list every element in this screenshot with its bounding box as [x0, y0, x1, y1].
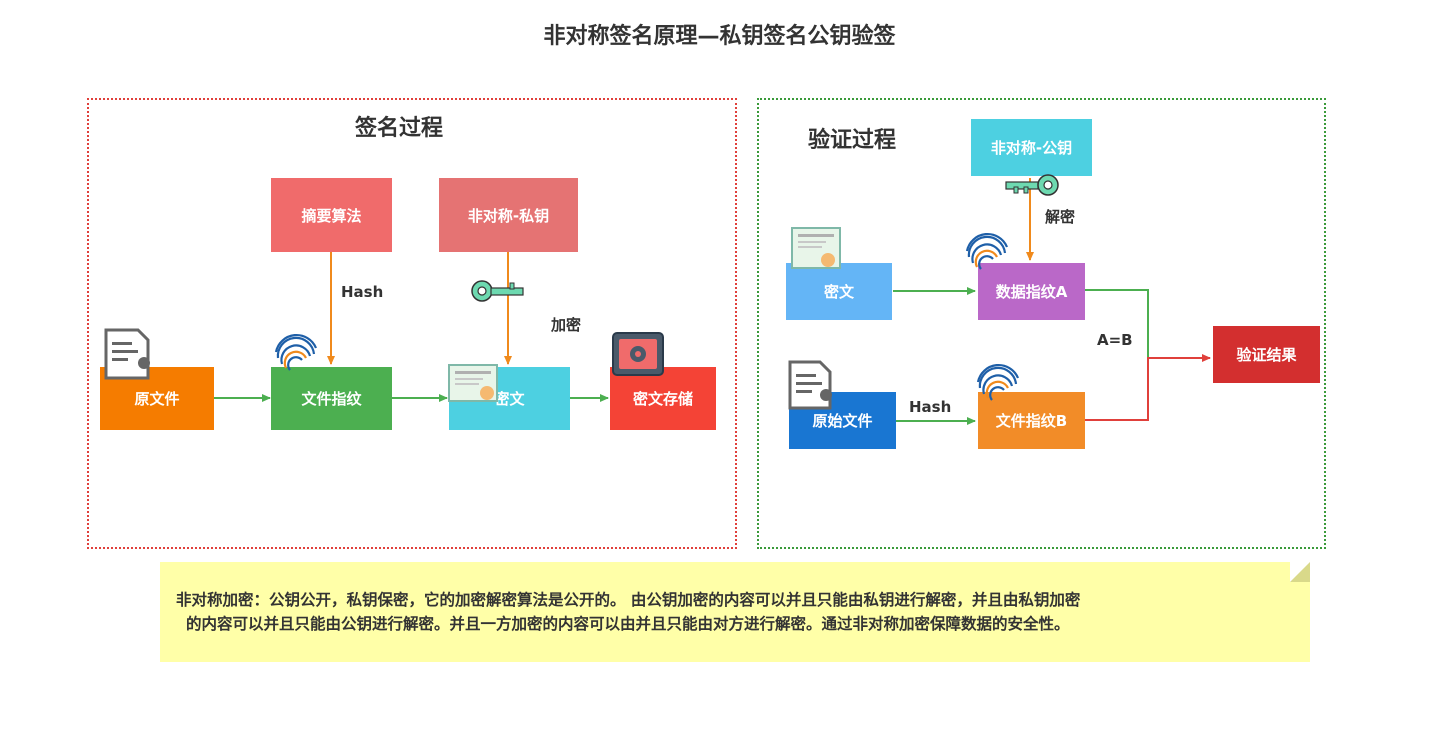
certificate-icon [448, 364, 498, 402]
verify-panel [757, 98, 1326, 549]
key-icon [1005, 174, 1059, 196]
digest-algo-box: 摘要算法 [271, 178, 392, 252]
private-key-box: 非对称-私钥 [439, 178, 578, 252]
note-line-2: 的内容可以并且只能由公钥进行解密。并且一方加密的内容可以由并且只能由对方进行解密… [186, 615, 1070, 633]
safe-icon [612, 332, 664, 376]
arrow-fpb-to-result [1085, 354, 1211, 421]
encrypt-label: 加密 [551, 316, 582, 334]
public-key-box: 非对称-公钥 [971, 119, 1092, 176]
page-title: 非对称签名原理—私钥签名公钥验签 [543, 24, 896, 49]
sign-panel [87, 98, 737, 549]
explanation-note: 非对称加密：公钥公开，私钥保密，它的加密解密算法是公开的。 由公钥加密的内容可以… [160, 562, 1310, 662]
note-fold [1290, 562, 1310, 582]
note-line-1: 非对称加密：公钥公开，私钥保密，它的加密解密算法是公开的。 由公钥加密的内容可以… [176, 591, 1081, 609]
document-icon [788, 360, 832, 410]
fingerprint-a-box: 数据指纹A [978, 263, 1085, 320]
document-icon [104, 328, 150, 380]
verify-ciphertext-box: 密文 [786, 263, 892, 320]
certificate-icon [791, 227, 841, 269]
equal-label: A=B [1097, 331, 1133, 349]
verify-hash-label: Hash [909, 398, 952, 416]
fingerprint-b-box: 文件指纹B [978, 392, 1085, 449]
file-fingerprint-box: 文件指纹 [271, 367, 392, 430]
verify-section-title: 验证过程 [808, 128, 897, 153]
cipher-storage-box: 密文存储 [610, 367, 716, 430]
sign-section-title: 签名过程 [355, 116, 444, 141]
key-icon [471, 280, 524, 302]
fingerprint-icon [976, 363, 1020, 401]
fingerprint-icon [274, 333, 318, 371]
decrypt-label: 解密 [1045, 208, 1076, 226]
result-box: 验证结果 [1213, 326, 1320, 383]
sign-hash-label: Hash [341, 283, 384, 301]
fingerprint-icon [965, 232, 1009, 270]
